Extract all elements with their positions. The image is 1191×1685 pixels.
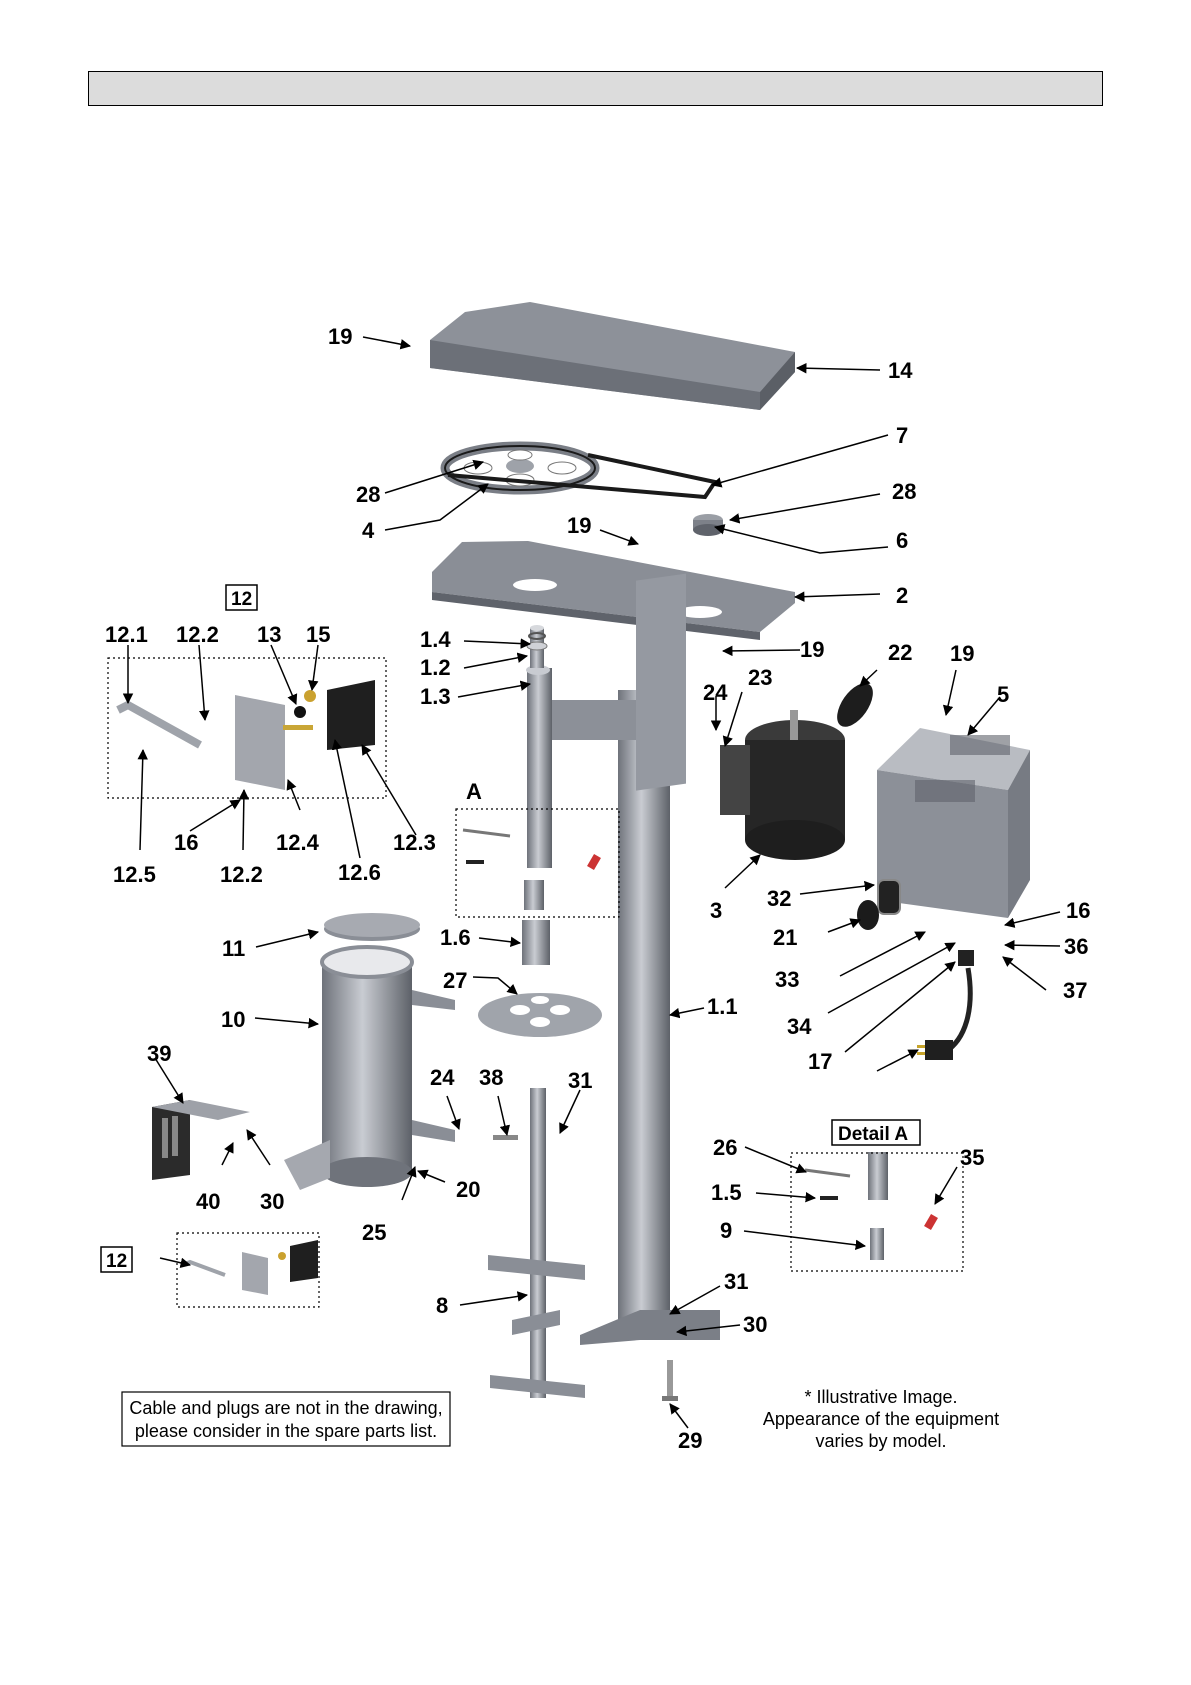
label-20: 20 <box>456 1177 480 1202</box>
label-17: 17 <box>808 1049 832 1074</box>
label-11: 11 <box>222 936 245 961</box>
label-19: 19 <box>567 513 591 538</box>
part-bowl <box>284 913 455 1190</box>
label-24: 24 <box>430 1065 455 1090</box>
label-19: 19 <box>950 641 974 666</box>
label-3: 3 <box>710 898 722 923</box>
label-a: A <box>466 779 482 804</box>
part-lever-assembly-small <box>181 1240 318 1295</box>
label-19: 19 <box>328 324 352 349</box>
label-12-5: 12.5 <box>113 862 156 887</box>
label-4: 4 <box>362 518 375 543</box>
label-1-6: 1.6 <box>440 925 471 950</box>
label-12-2: 12.2 <box>176 622 219 647</box>
part-motor-housing <box>877 728 1030 918</box>
leader-lines <box>122 336 1061 1429</box>
label-detail-a: Detail A <box>838 1124 908 1145</box>
label-1-5: 1.5 <box>711 1180 742 1205</box>
label-35: 35 <box>960 1145 984 1170</box>
label-1-2: 1.2 <box>420 655 451 680</box>
part-top-cover <box>430 302 795 410</box>
cable-note-box <box>121 1391 451 1447</box>
label-5: 5 <box>997 682 1009 707</box>
detail-a-tag <box>831 1119 921 1146</box>
label-32: 32 <box>767 886 791 911</box>
label-31: 31 <box>568 1068 592 1093</box>
label-29: 29 <box>678 1428 702 1453</box>
label-7: 7 <box>896 423 908 448</box>
part-lever-assembly <box>116 680 375 790</box>
cable-note-line-2: please consider in the spare parts list. <box>135 1421 437 1441</box>
label-6: 6 <box>896 528 908 553</box>
label-13: 13 <box>257 622 281 647</box>
label-21: 21 <box>773 925 797 950</box>
label-27: 27 <box>443 968 467 993</box>
part-pulley <box>440 441 719 500</box>
label-38: 38 <box>479 1065 503 1090</box>
label-9: 9 <box>720 1218 732 1243</box>
part-guard <box>152 1100 250 1180</box>
cable-note-line-1: Cable and plugs are not in the drawing, <box>129 1398 442 1418</box>
label-36: 36 <box>1064 934 1088 959</box>
part-detail-a-items <box>462 828 938 1260</box>
label-12-box-small: 12 <box>106 1251 127 1272</box>
illustrative-note-line-3: varies by model. <box>815 1431 946 1451</box>
label-1-1: 1.1 <box>707 994 738 1019</box>
label-30: 30 <box>260 1189 284 1214</box>
label-31: 31 <box>724 1269 748 1294</box>
group-box-a <box>455 808 620 918</box>
label-10: 10 <box>221 1007 245 1032</box>
group-box-detail-a <box>790 1152 964 1272</box>
part-column <box>526 573 720 1345</box>
label-14: 14 <box>888 358 913 383</box>
illustrative-note-line-2: Appearance of the equipment <box>763 1409 999 1429</box>
label-25: 25 <box>362 1220 386 1245</box>
label-22: 22 <box>888 640 912 665</box>
part-foot-bolt <box>662 1360 678 1401</box>
label-28: 28 <box>356 482 380 507</box>
label-12-4: 12.4 <box>276 830 320 855</box>
label-23: 23 <box>748 665 772 690</box>
label-12-box: 12 <box>231 589 252 610</box>
label-24: 24 <box>703 680 728 705</box>
group-tag-12 <box>225 584 258 611</box>
label-15: 15 <box>306 622 330 647</box>
part-cable-plug <box>917 950 974 1060</box>
label-40: 40 <box>196 1189 220 1214</box>
part-agitator-shaft <box>488 1088 585 1398</box>
label-12-1: 12.1 <box>105 622 148 647</box>
part-sleeve-and-plate <box>478 880 602 1037</box>
label-12-6: 12.6 <box>338 860 381 885</box>
label-16: 16 <box>1066 898 1090 923</box>
label-19: 19 <box>800 637 824 662</box>
label-1-4: 1.4 <box>420 627 451 652</box>
label-2: 2 <box>896 583 908 608</box>
header-bar <box>88 71 1103 106</box>
label-8: 8 <box>436 1293 448 1318</box>
label-34: 34 <box>787 1014 812 1039</box>
label-37: 37 <box>1063 978 1087 1003</box>
label-1-3: 1.3 <box>420 684 451 709</box>
label-30: 30 <box>743 1312 767 1337</box>
group-tag-12-small <box>100 1246 133 1273</box>
group-box-12-small <box>176 1232 320 1308</box>
label-12-2: 12.2 <box>220 862 263 887</box>
part-motor-pulley <box>693 514 723 536</box>
part-motor <box>720 683 873 860</box>
label-33: 33 <box>775 967 799 992</box>
label-39: 39 <box>147 1041 171 1066</box>
label-16: 16 <box>174 830 198 855</box>
part-base-plate <box>432 541 795 640</box>
label-28: 28 <box>892 479 916 504</box>
illustrative-note-line-1: * Illustrative Image. <box>804 1387 957 1407</box>
label-12-3: 12.3 <box>393 830 436 855</box>
part-switch <box>857 879 901 930</box>
label-26: 26 <box>713 1135 737 1160</box>
